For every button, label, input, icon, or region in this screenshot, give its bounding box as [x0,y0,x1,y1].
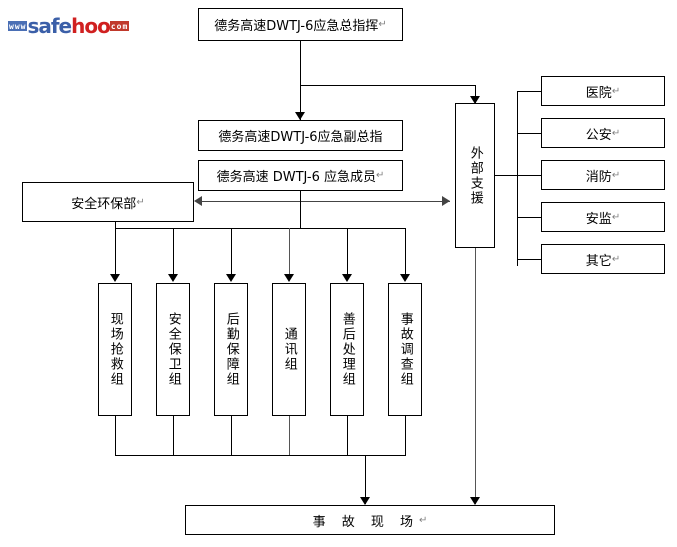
connector-drop-group-4 [289,228,290,280]
arrowhead-scene-from-groups [360,497,370,505]
pilcrow-mark: ↵ [611,169,621,181]
connector-drop-group-1 [115,228,116,280]
box-external-support[interactable]: 外部支援 [455,103,495,248]
connector-top-to-deputy [300,41,301,120]
box-partner-fire[interactable]: 消防↵ [541,160,665,190]
connector-drop-group-6 [405,228,406,280]
connector-drop-group-3 [231,228,232,280]
box-partner-fire-label: 消防 [585,169,612,185]
box-group-logistics-support[interactable]: 后勤保障组 [214,283,248,416]
box-partner-safety-supervision[interactable]: 安监↵ [541,202,665,232]
arrowhead-group-1 [110,274,120,282]
arrowhead-to-safety-dept [194,196,202,206]
pilcrow-mark: ↵ [611,253,621,265]
box-deputy-commander-label: 德务高速DWTJ-6应急副总指 [218,130,383,145]
connector-merge-group-5 [347,416,348,455]
connector-partner-hospital [517,91,541,92]
arrowhead-deputy [295,112,305,120]
connector-safetydept-down [115,222,116,228]
box-partner-hospital-label: 医院 [585,85,612,101]
arrowhead-group-4 [284,274,294,282]
box-accident-scene-label: 事 故 现 场 [312,514,419,530]
arrowhead-group-6 [400,274,410,282]
arrowhead-to-external-support [442,196,450,206]
arrowhead-scene-from-external [470,497,480,505]
logo-www-text: www [8,21,28,31]
connector-top-to-external-v [475,85,476,103]
connector-partner-police [517,133,541,134]
box-group-communication[interactable]: 通讯组 [272,283,306,416]
connector-safety-external-bidirectional [202,201,450,202]
box-accident-scene[interactable]: 事 故 现 场↵ [185,505,555,535]
box-partner-police[interactable]: 公安↵ [541,118,665,148]
arrowhead-external-support [470,96,480,104]
box-group-aftermath-handling[interactable]: 善后处理组 [330,283,364,416]
connector-partner-safety-supervision [517,217,541,218]
logo-com-text: com [109,21,130,31]
box-group-aftermath-handling-label: 善后处理组 [339,312,355,387]
connector-members-down [300,191,301,228]
pilcrow-mark: ↵ [376,170,385,181]
box-partner-police-label: 公安 [585,127,612,143]
pilcrow-mark: ↵ [611,211,621,223]
connector-group-bus-horizontal [115,228,405,229]
connector-merge-group-3 [231,416,232,455]
connector-merge-group-6 [405,416,406,455]
box-external-support-label: 外部支援 [467,145,483,206]
box-safety-environment-dept-label: 安全环保部 [71,196,137,212]
arrowhead-group-2 [168,274,178,282]
box-chief-commander-label: 德务高速DWTJ-6应急总指挥 [214,19,379,34]
arrowhead-group-5 [342,274,352,282]
box-group-security-guard-label: 安全保卫组 [165,312,181,387]
box-group-onsite-rescue[interactable]: 现场抢救组 [98,283,132,416]
connector-partner-fire [517,175,541,176]
box-group-accident-investigation-label: 事故调查组 [397,312,413,387]
box-partner-other[interactable]: 其它↵ [541,244,665,274]
logo-safe-text: safe [27,14,72,38]
pilcrow-mark: ↵ [136,196,145,208]
box-emergency-members-label: 德务高速 DWTJ-6 应急成员 [216,170,376,185]
box-group-onsite-rescue-label: 现场抢救组 [107,312,123,387]
box-chief-commander[interactable]: 德务高速DWTJ-6应急总指挥↵ [198,8,403,41]
box-partner-hospital[interactable]: 医院↵ [541,76,665,106]
box-partner-safety-supervision-label: 安监 [585,211,612,227]
box-group-communication-label: 通讯组 [281,327,297,372]
connector-external-to-bus [495,175,517,176]
connector-merge-group-2 [173,416,174,455]
connector-drop-group-2 [173,228,174,280]
pilcrow-mark: ↵ [611,85,621,97]
connector-top-to-external-h [300,85,475,86]
box-group-accident-investigation[interactable]: 事故调查组 [388,283,422,416]
pilcrow-mark: ↵ [378,19,387,30]
arrowhead-group-3 [226,274,236,282]
pilcrow-mark: ↵ [419,514,428,526]
connector-partner-other [517,259,541,260]
connector-merge-group-1 [115,416,116,455]
box-partner-other-label: 其它 [585,253,612,269]
box-safety-environment-dept[interactable]: 安全环保部↵ [22,182,194,222]
connector-merge-group-4 [289,416,290,455]
logo-hoo-text: hoo [71,14,111,38]
pilcrow-mark: ↵ [611,127,621,139]
box-group-security-guard[interactable]: 安全保卫组 [156,283,190,416]
connector-drop-group-5 [347,228,348,280]
box-deputy-commander[interactable]: 德务高速DWTJ-6应急副总指 [198,120,403,151]
box-group-logistics-support-label: 后勤保障组 [223,312,239,387]
connector-partner-bus-vertical [517,91,518,266]
connector-external-to-scene [475,248,476,504]
connector-groups-to-scene [365,455,366,504]
site-logo: www safe hoo com [8,14,130,38]
connector-merge-bus-horizontal [115,455,406,456]
box-emergency-members[interactable]: 德务高速 DWTJ-6 应急成员↵ [198,160,403,191]
